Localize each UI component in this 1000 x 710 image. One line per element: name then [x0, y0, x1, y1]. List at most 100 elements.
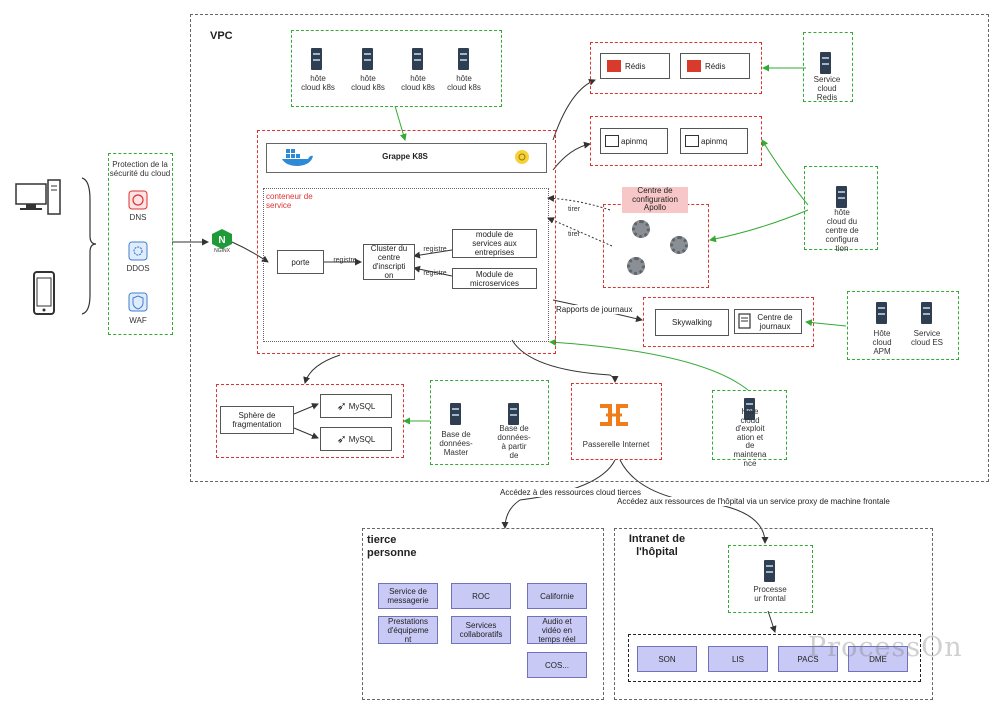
mq-label: apinmq	[621, 136, 648, 146]
nginx-label: NGINX	[214, 248, 230, 254]
server-icon	[921, 302, 932, 324]
waf-label: WAF	[129, 316, 147, 325]
mysql-box: ➶ MySQL	[320, 394, 392, 418]
gear-icon	[627, 257, 645, 275]
ddos-label: DDOS	[126, 264, 150, 273]
redis-box: Rédis	[680, 53, 750, 79]
gateway-icon	[600, 404, 628, 426]
internet-gateway-group	[571, 383, 662, 460]
registre-label: registre	[423, 246, 447, 253]
registre-label: registre	[423, 270, 447, 277]
mq-icon	[605, 135, 619, 147]
third-party-service: Services collaboratifs	[451, 616, 511, 644]
k8s-cluster-title: Grappe K8S	[382, 152, 428, 161]
redis-group	[590, 42, 762, 94]
hospital-system-box: PACS	[778, 646, 838, 672]
tirer-label: tirer	[567, 206, 581, 213]
vpc-boundary	[190, 14, 989, 482]
internet-gateway-label: Passerelle Internet	[582, 440, 650, 449]
gear-icon	[632, 220, 650, 238]
sharding-box: Sphère de fragmentation	[220, 406, 294, 434]
hospital-system-box: LIS	[708, 646, 768, 672]
server-icon	[764, 560, 775, 582]
microservices-box: Module de microservices	[452, 268, 537, 289]
server-icon	[876, 302, 887, 324]
hospital-intranet-title: Intranet de l'hôpital	[628, 533, 686, 558]
third-party-title: tierce personne	[367, 534, 417, 559]
ddos-icon	[128, 241, 148, 261]
dns-icon	[128, 190, 148, 210]
k8s-host-label: hôte cloud k8s	[447, 74, 481, 92]
mysql-box: ➶ MySQL	[320, 427, 392, 451]
porte-box: porte	[277, 250, 324, 274]
mq-group	[590, 116, 762, 166]
redis-label: Rédis	[625, 61, 646, 71]
processon-watermark: ProcessOn	[808, 632, 963, 663]
server-icon	[458, 48, 469, 70]
redis-icon	[607, 60, 621, 72]
service-container-label: conteneur de service	[266, 192, 313, 210]
k8s-host-label: hôte cloud k8s	[351, 74, 385, 92]
dns-label: DNS	[129, 213, 147, 222]
db-slave-label: Base de données- à partir de	[497, 424, 531, 460]
server-icon	[311, 48, 322, 70]
hospital-systems-group	[628, 634, 921, 682]
ops-host-label: Hôte cloud d'exploit ation et de mainten…	[733, 407, 767, 468]
tirer-label: tirer	[567, 231, 581, 238]
db-master-label: Base de données- Master	[439, 430, 473, 457]
mysql-label: MySQL	[348, 401, 376, 411]
apm-host-label: Hôte cloud APM	[872, 329, 892, 356]
hospital-system-box: SON	[637, 646, 697, 672]
svg-text:N: N	[218, 235, 225, 246]
registry-center-box: Cluster du centre d'inscripti on	[363, 244, 415, 280]
dolphin-icon: ➶	[336, 431, 347, 446]
enterprise-services-box: module de services aux entreprises	[452, 229, 537, 258]
database-group	[216, 384, 404, 458]
mysql-label: MySQL	[348, 434, 376, 444]
server-icon	[450, 403, 461, 425]
redis-cloud-service-label: Service cloud Redis	[813, 75, 841, 102]
skywalking-box: Skywalking	[655, 309, 729, 336]
third-party-service: Prestations d'équipeme nt	[378, 616, 438, 644]
config-host-group	[804, 166, 878, 250]
third-party-service: Audio et vidéo en temps réel	[527, 616, 587, 644]
redis-label: Rédis	[705, 61, 726, 71]
log-document-icon	[738, 313, 751, 329]
config-host-label: hôte cloud du centre de configura tion	[825, 208, 859, 253]
helm-wheel-icon	[515, 150, 529, 164]
mq-label: apinmq	[701, 136, 728, 146]
server-icon	[744, 398, 755, 420]
front-processor-label: Processe ur frontal	[753, 585, 787, 603]
logging-hosts-group	[847, 291, 959, 360]
mq-icon	[685, 135, 699, 147]
cloud-security-title: Protection de la sécurité du cloud	[109, 160, 171, 178]
third-party-service: Californie	[527, 583, 587, 609]
k8s-cluster-group	[257, 130, 556, 354]
third-party-access-label: Accédez à des ressources cloud tierces	[500, 488, 641, 497]
third-party-service: COS...	[527, 652, 587, 678]
redis-box: Rédis	[600, 53, 670, 79]
nginx-logo-icon: N	[212, 229, 232, 249]
service-container-group	[263, 188, 549, 342]
registre-label: registre	[333, 257, 357, 264]
server-icon	[820, 52, 831, 74]
apollo-config-group	[603, 204, 709, 288]
desktop-computer-icon	[15, 179, 61, 215]
mq-box: apinmq	[680, 128, 748, 154]
k8s-hosts-group	[291, 30, 502, 107]
docker-whale-icon	[282, 149, 313, 166]
server-icon	[412, 48, 423, 70]
front-processor-group	[728, 545, 813, 613]
hospital-intranet-group	[614, 528, 933, 700]
apollo-config-title: Centre de configuration Apollo	[622, 186, 688, 213]
server-icon	[508, 403, 519, 425]
mq-box: apinmq	[600, 128, 668, 154]
dolphin-icon: ➶	[336, 398, 347, 413]
server-icon	[362, 48, 373, 70]
ops-host-group	[712, 390, 787, 460]
gear-icon	[670, 236, 688, 254]
third-party-group	[362, 528, 604, 700]
mobile-phone-icon	[33, 271, 55, 315]
server-icon	[836, 186, 847, 208]
